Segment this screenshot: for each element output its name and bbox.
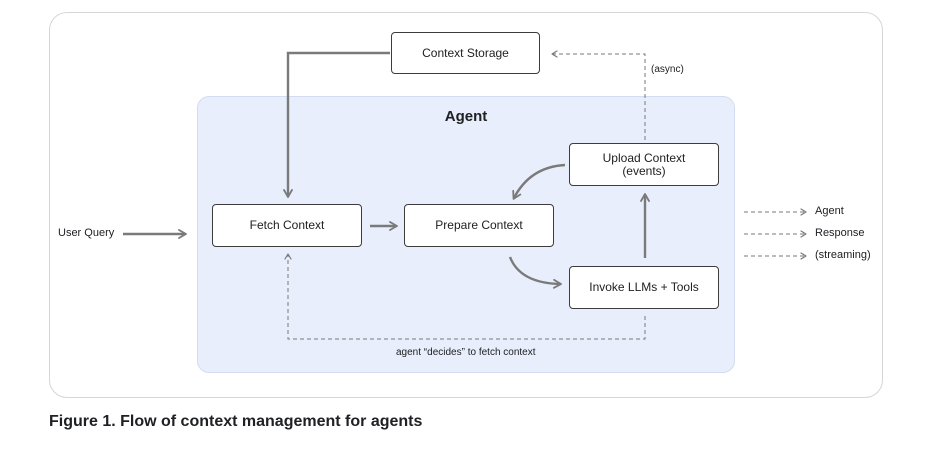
figure-caption: Figure 1. Flow of context management for…	[49, 413, 423, 430]
user-query-label: User Query	[58, 227, 115, 239]
decides-label: agent “decides” to fetch context	[396, 347, 536, 358]
context-storage-node: Context Storage	[391, 32, 540, 74]
response-label-streaming: (streaming)	[815, 249, 871, 261]
fetch-context-node: Fetch Context	[212, 204, 362, 247]
response-label-response: Response	[815, 227, 865, 239]
upload-context-node: Upload Context (events)	[569, 143, 719, 186]
prepare-context-node: Prepare Context	[404, 204, 554, 247]
response-label-agent: Agent	[815, 205, 844, 217]
async-label: (async)	[651, 64, 684, 75]
agent-title: Agent	[444, 108, 488, 125]
invoke-llms-node: Invoke LLMs + Tools	[569, 266, 719, 309]
